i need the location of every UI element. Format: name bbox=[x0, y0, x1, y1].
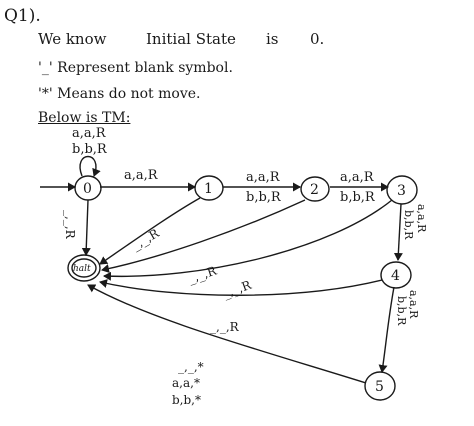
edge-0-halt bbox=[81, 199, 91, 256]
edge-5-halt-label-3: b,b,* bbox=[172, 393, 201, 407]
edge-1-2-label-2: b,b,R bbox=[246, 190, 282, 205]
question-label: Q1). bbox=[4, 6, 41, 26]
edge-2-halt-label: _,_,R bbox=[187, 263, 220, 285]
note-initial-state: Initial State bbox=[146, 30, 236, 48]
state-0-label: 0 bbox=[83, 181, 92, 197]
state-0 bbox=[74, 175, 102, 201]
edge-5-halt bbox=[87, 284, 367, 384]
note-zero: 0. bbox=[310, 30, 325, 48]
state-5-label: 5 bbox=[375, 379, 384, 395]
edge-3-4 bbox=[393, 203, 403, 261]
edge-2-3-label-2: b,b,R bbox=[340, 190, 376, 205]
edge-0-halt-label: _,_,R bbox=[63, 210, 77, 240]
loop-0 bbox=[79, 155, 101, 177]
edge-3-4-label-1: a,a,R bbox=[415, 204, 428, 233]
state-1 bbox=[194, 175, 224, 201]
state-2 bbox=[300, 176, 330, 202]
state-5 bbox=[364, 371, 396, 401]
edge-4-halt-label: _,_,R bbox=[210, 320, 240, 334]
state-halt-label: halt bbox=[73, 264, 91, 274]
edge-4-5-label-2: b,b,R bbox=[395, 296, 408, 326]
edge-1-2-label-1: a,a,R bbox=[246, 170, 281, 185]
loop-0-label-1: a,a,R bbox=[72, 126, 107, 141]
state-2-label: 2 bbox=[310, 182, 319, 198]
edge-4-5-label-1: a,a,R bbox=[407, 290, 420, 319]
state-4 bbox=[380, 261, 412, 289]
state-1-label: 1 bbox=[204, 181, 213, 197]
edge-3-halt-label: _,_,R bbox=[221, 278, 254, 301]
edge-5-halt-label-1: _,_,* bbox=[178, 360, 204, 374]
edge-2-3-label-1: a,a,R bbox=[340, 170, 375, 185]
note-is: is bbox=[266, 30, 279, 48]
loop-0-label-2: b,b,R bbox=[72, 142, 108, 157]
state-halt bbox=[67, 254, 101, 282]
edge-1-halt-label: _,_,R bbox=[130, 226, 163, 253]
edge-4-halt bbox=[99, 279, 383, 296]
edge-1-halt bbox=[99, 197, 201, 265]
edge-2-halt bbox=[101, 199, 306, 273]
edge-5-halt-label-2: a,a,* bbox=[172, 376, 200, 390]
edge-4-5 bbox=[378, 286, 395, 373]
state-4-label: 4 bbox=[391, 268, 400, 284]
note-do-not-move: '*' Means do not move. bbox=[38, 86, 201, 102]
edge-0-1-label: a,a,R bbox=[124, 168, 159, 183]
state-3 bbox=[386, 175, 418, 205]
note-we-know: We know bbox=[38, 30, 107, 48]
note-heading: Below is TM: bbox=[38, 110, 131, 126]
edge-3-halt bbox=[103, 199, 393, 281]
note-blank-symbol: '_' Represent blank symbol. bbox=[38, 60, 233, 76]
state-3-label: 3 bbox=[397, 183, 406, 199]
edge-3-4-label-2: b,b,R bbox=[402, 210, 415, 240]
state-halt-inner bbox=[71, 258, 97, 278]
